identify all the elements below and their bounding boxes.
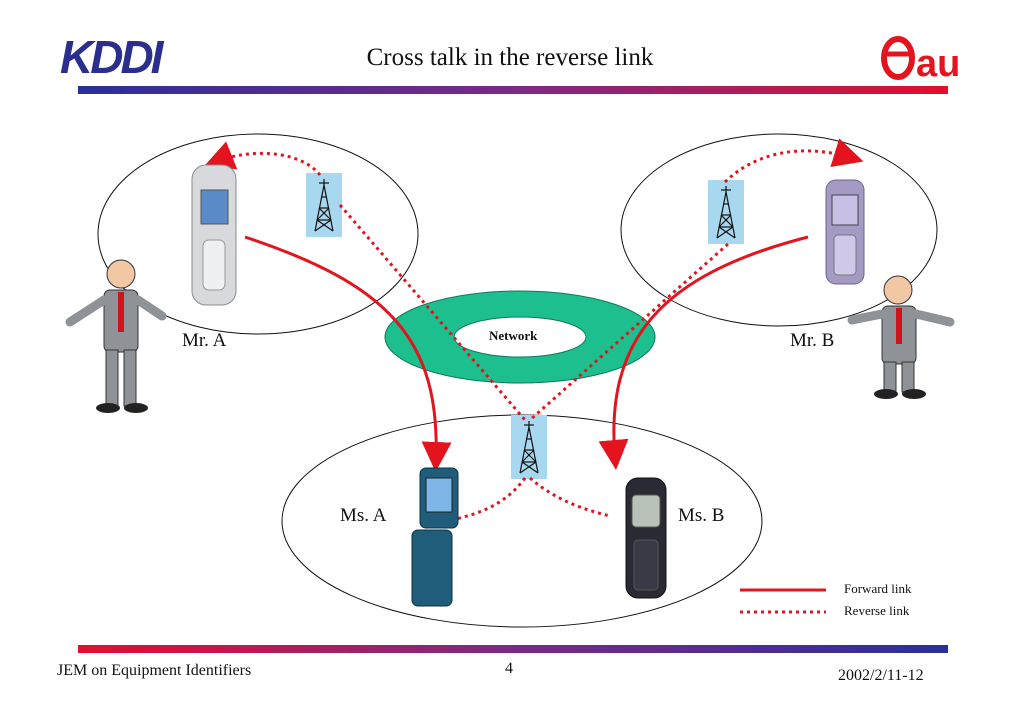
svg-text:KDDI: KDDI [60, 33, 165, 79]
phone-ms-b-icon [625, 477, 667, 599]
au-logo: au [881, 36, 960, 84]
page-title: Cross talk in the reverse link [366, 44, 654, 71]
network-label: Network [489, 328, 538, 343]
tower-ms-icon [510, 414, 548, 480]
kddi-logo: KDDI [60, 33, 168, 79]
reverse-link-ms-b [529, 476, 611, 518]
crosstalk-tower-b [529, 242, 729, 422]
footer-date: 2002/2/11-12 [838, 667, 924, 684]
page-number: 4 [505, 660, 513, 677]
forward-link-mr-a-to-ms-a [244, 235, 452, 472]
crosstalk-tower-a [338, 204, 527, 421]
forward-link-mr-b-to-ms-b [598, 235, 809, 470]
phone-mr-b-icon [825, 179, 865, 285]
reverse-link-a-to-mr-a [203, 141, 322, 176]
tower-a-icon [305, 172, 343, 238]
legend-forward-label: Forward link [844, 581, 912, 596]
label-ms-a: Ms. A [340, 505, 387, 526]
phone-mr-a-icon [191, 164, 237, 306]
footer-meeting: JEM on Equipment Identifiers [57, 662, 252, 679]
header-divider [78, 86, 948, 94]
cell-mr-b [620, 133, 938, 327]
label-mr-b: Mr. B [790, 330, 835, 351]
cell-mr-a [97, 133, 419, 335]
reverse-link-b-to-mr-b [723, 138, 864, 184]
label-ms-b: Ms. B [678, 505, 725, 526]
person-mr-a-icon [65, 259, 167, 413]
network-hole [453, 316, 587, 358]
label-mr-a: Mr. A [182, 330, 227, 351]
reverse-link-ms-a [455, 477, 527, 521]
phone-ms-a-icon [411, 467, 459, 607]
svg-text:au: au [916, 43, 960, 84]
legend-reverse-label: Reverse link [844, 603, 910, 618]
tower-b-icon [707, 179, 745, 245]
footer-divider [78, 645, 948, 653]
person-mr-b-icon [847, 275, 955, 399]
